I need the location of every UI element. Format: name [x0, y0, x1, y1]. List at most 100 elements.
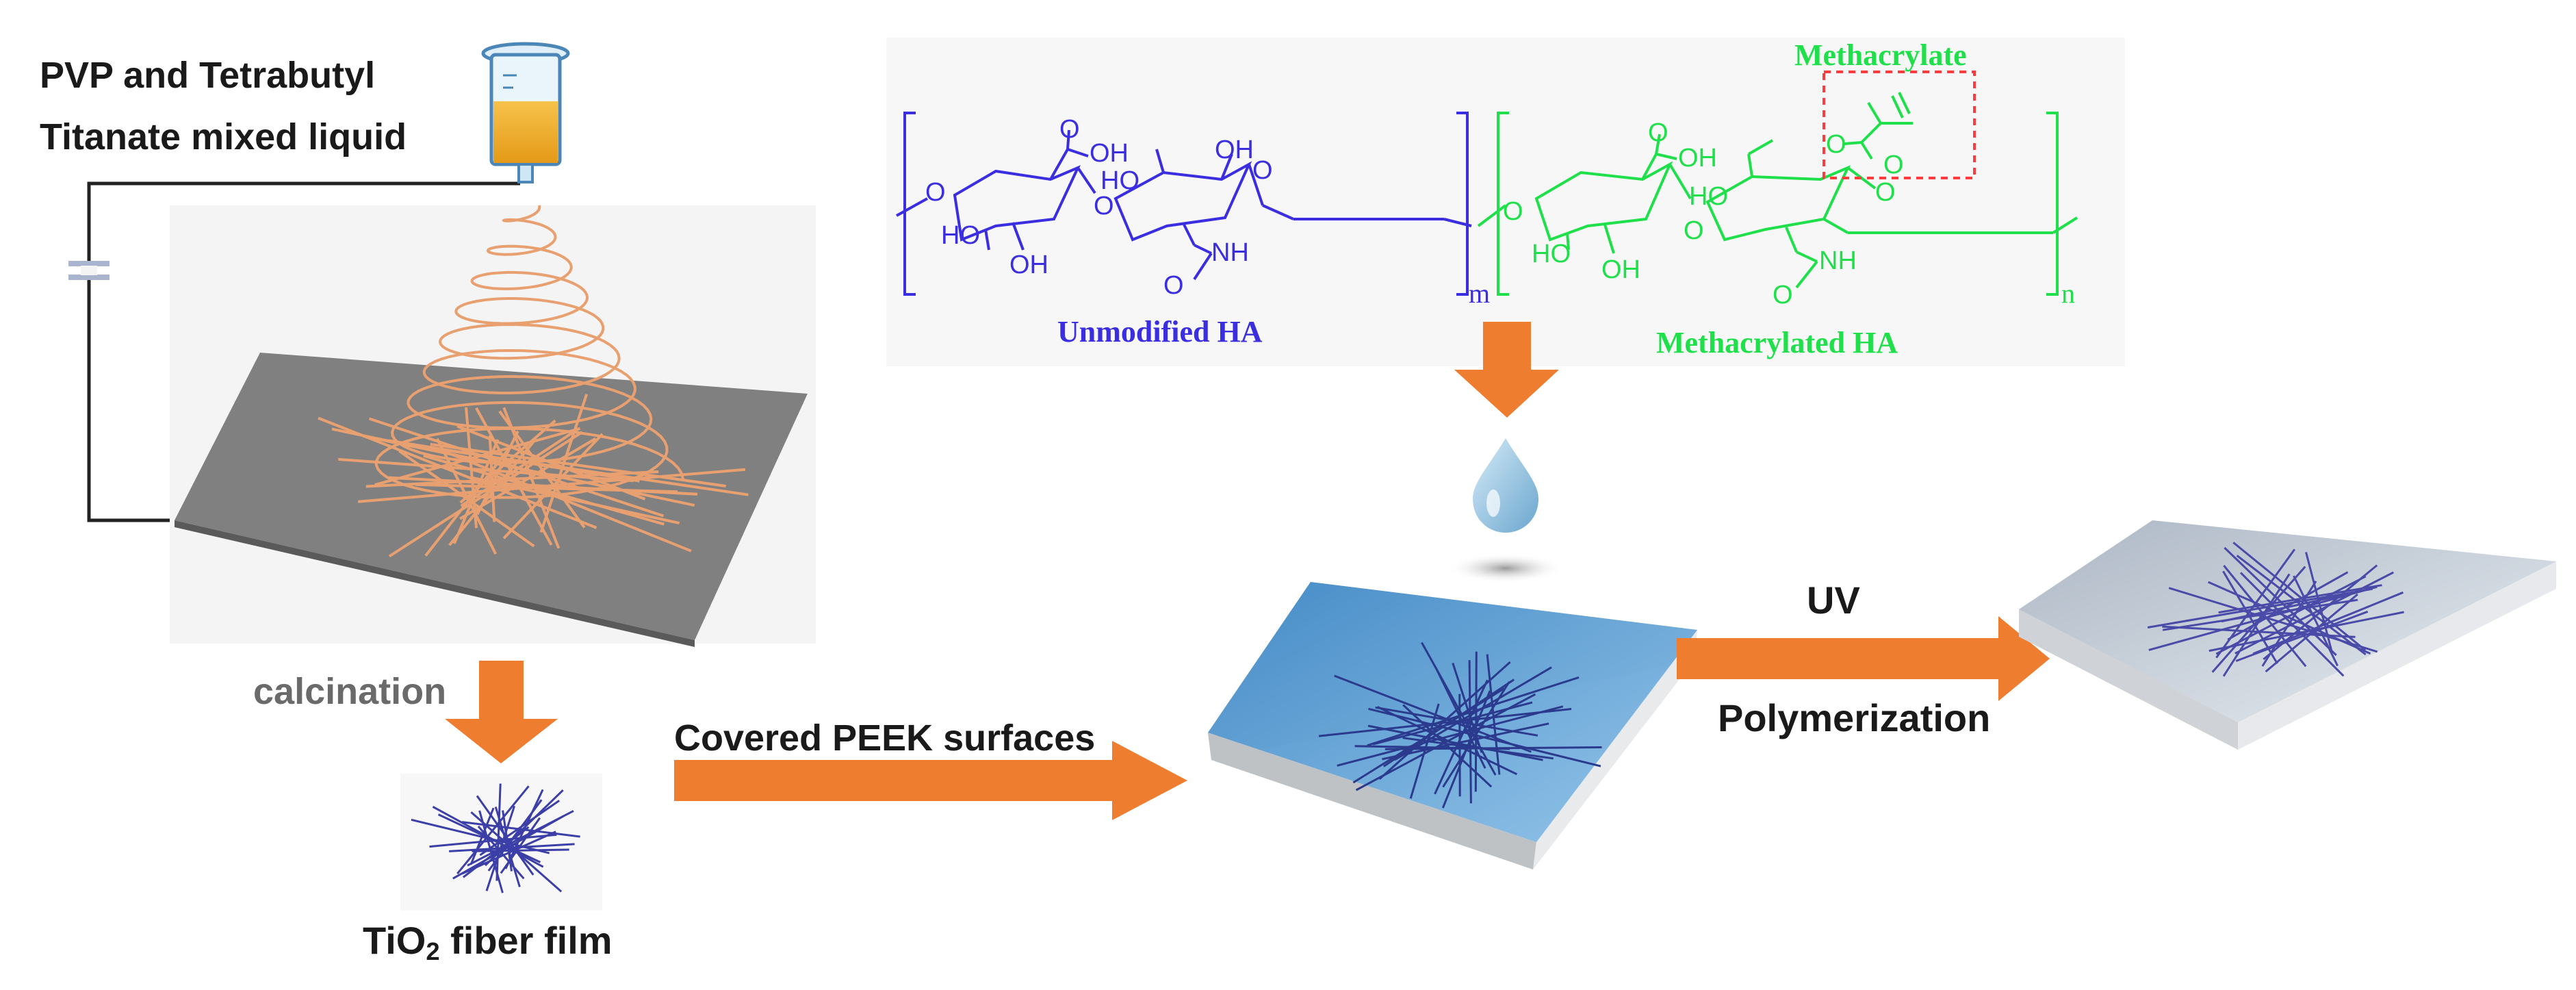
deposited-fiber	[539, 394, 589, 533]
coated-fiber	[1434, 679, 1489, 795]
capacitor-icon	[68, 261, 110, 280]
atom-ho: HO	[1532, 240, 1571, 268]
spiral-jet-path	[374, 205, 684, 499]
methacrylate-highlight-box	[1822, 71, 1976, 179]
precursor-label-line2: Titanate mixed liquid	[40, 116, 407, 157]
deposited-fiber	[424, 446, 511, 557]
tio2-subscript: 2	[426, 937, 440, 966]
uv-label: UV	[1807, 579, 1860, 622]
atom-o: O	[1648, 118, 1669, 147]
tio2-fiber	[485, 805, 516, 891]
methacrylated-ha-label: Methacrylated HA	[1656, 326, 1898, 359]
coated-fiber	[1377, 706, 1518, 776]
final-fiber	[2223, 565, 2307, 668]
coated-fiber	[1409, 703, 1440, 799]
tio2-fiber	[449, 843, 575, 852]
syringe-icon	[481, 42, 570, 183]
atom-o: O	[1773, 281, 1793, 309]
tio2-fiber	[461, 821, 580, 838]
final-fiber	[2232, 542, 2367, 651]
coated-fiber	[1382, 678, 1515, 767]
deposited-fiber	[338, 457, 634, 483]
coated-fiber	[1367, 676, 1580, 747]
deposited-fiber	[488, 435, 496, 522]
precursor-label-line1: PVP and Tetrabutyl	[40, 55, 376, 96]
deposited-fiber	[476, 430, 519, 516]
atom-o: O	[1875, 178, 1896, 207]
atom-oh: OH	[1601, 255, 1640, 284]
covered-arrow	[674, 741, 1187, 820]
tio2-fiber	[476, 795, 534, 876]
atom-ho: HO	[941, 221, 980, 250]
final-fiber	[2252, 591, 2404, 655]
final-fiber	[2222, 570, 2278, 665]
atom-o: O	[925, 178, 946, 207]
droplet-icon	[1447, 438, 1564, 583]
electrospinning-jet-spiral	[374, 205, 684, 499]
coated-fiber	[1382, 722, 1549, 761]
coated-fiber	[1402, 737, 1554, 760]
calcination-arrow	[445, 661, 558, 763]
final-fiber	[2235, 610, 2369, 662]
final-fiber	[2162, 598, 2358, 631]
final-fiber	[2227, 571, 2349, 641]
uv-polymerization-arrow	[1677, 616, 2050, 701]
coated-fiber	[1486, 654, 1501, 775]
deposited-fiber	[374, 427, 581, 487]
tio2-fiber	[504, 789, 544, 870]
polymerization-label: Polymerization	[1718, 696, 1991, 739]
tio2-fiber	[462, 826, 530, 878]
repeat-unit-m: m	[1469, 278, 1491, 309]
atom-o: O	[1163, 271, 1184, 300]
deposited-fiber	[456, 424, 646, 500]
coated-fiber	[1318, 708, 1572, 737]
chemistry-backdrop	[886, 38, 2125, 366]
atom-nh: NH	[1819, 246, 1857, 275]
atom-ho: HO	[1689, 182, 1728, 211]
coated-fiber	[1373, 701, 1533, 746]
deposited-fiber	[439, 448, 692, 553]
coated-fiber	[1402, 704, 1493, 788]
deposited-fibers	[318, 394, 749, 558]
atom-o: O	[1826, 130, 1846, 159]
atom-ho: HO	[1100, 166, 1139, 195]
deposited-fiber	[357, 468, 746, 503]
deposited-fiber	[430, 442, 726, 487]
atom-oh: OH	[1090, 139, 1129, 168]
unmodified-ha-structure	[896, 112, 1472, 296]
atom-o: O	[1252, 156, 1273, 185]
methacrylate-title: Methacrylate	[1794, 38, 1967, 72]
coated-fiber	[1442, 681, 1510, 788]
final-fiber	[2222, 573, 2291, 677]
tio2-rest: fiber film	[439, 919, 613, 962]
final-plate-fibers	[2147, 542, 2404, 677]
atom-nh: NH	[1211, 238, 1249, 267]
final-fiber	[2234, 571, 2394, 655]
coated-plate-fibers	[1318, 642, 1602, 809]
methacrylated-ha-structure	[1477, 92, 2078, 296]
coated-fiber	[1334, 674, 1532, 753]
deposited-fiber	[363, 434, 571, 481]
final-fiber	[2208, 611, 2404, 652]
final-fiber	[2305, 552, 2333, 653]
circuit-wire	[87, 181, 520, 522]
deposited-fiber	[388, 431, 583, 558]
coated-peek-plate	[1208, 582, 1697, 870]
coated-fiber	[1337, 705, 1564, 767]
atom-o: O	[1684, 216, 1704, 245]
repeat-unit-n: n	[2061, 278, 2075, 309]
collector-plate-edge	[175, 520, 695, 647]
unmodified-ha-label: Unmodified HA	[1057, 315, 1263, 348]
atom-oh: OH	[1215, 136, 1254, 164]
atom-o: O	[1503, 197, 1523, 226]
coated-fiber	[1384, 746, 1602, 750]
deposited-fiber	[392, 441, 749, 496]
deposited-fiber	[459, 419, 556, 504]
atom-o: O	[1059, 115, 1080, 144]
atom-oh: OH	[1678, 144, 1717, 173]
tio2-fiber	[472, 848, 569, 852]
final-fiber	[2207, 581, 2371, 655]
calcination-label: calcination	[253, 671, 447, 712]
